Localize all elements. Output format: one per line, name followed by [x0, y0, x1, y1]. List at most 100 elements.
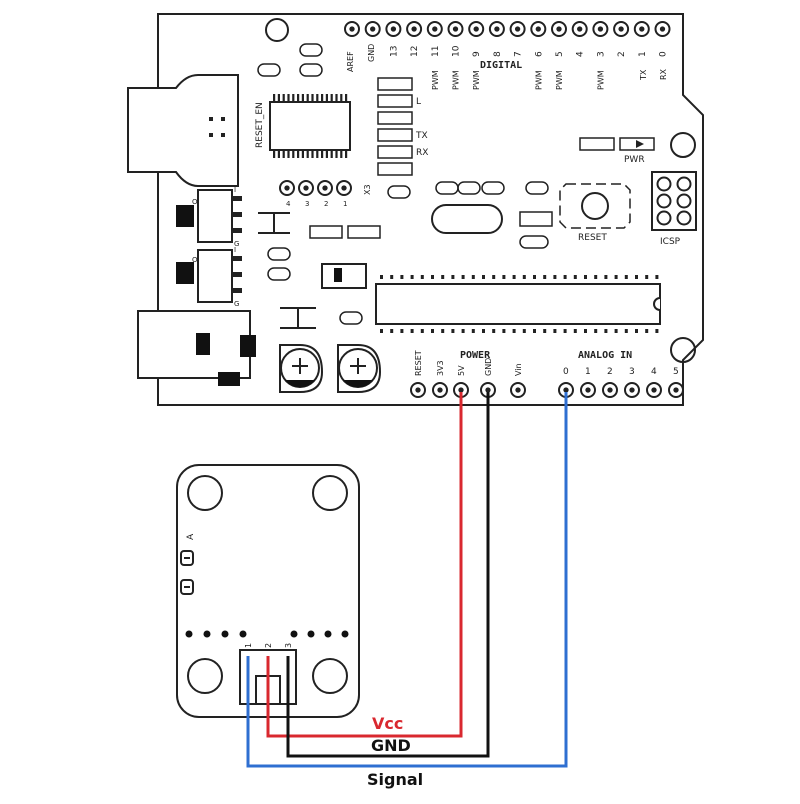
icsp-pin-4	[656, 210, 672, 226]
resistor-pair-1	[309, 225, 343, 239]
power-pin-label-0: RESET	[414, 350, 423, 376]
analog-pin-label-4: 4	[651, 367, 657, 377]
signal-wire-label: Signal	[367, 770, 423, 789]
capacitor-symbol-2	[280, 307, 316, 329]
sensor-pin-3: 3	[284, 643, 293, 648]
power-pin-0	[410, 382, 426, 398]
analog-pin-1	[580, 382, 596, 398]
digital-pin-label-3: 10	[452, 45, 462, 57]
small-ic-mark	[334, 268, 342, 282]
power-jack	[137, 310, 251, 379]
power-jack-pad-2	[240, 335, 256, 357]
digital-pin-label-11: 2	[617, 51, 627, 57]
digital-label: DIGITAL	[480, 60, 522, 71]
small-ic	[321, 263, 367, 289]
icsp-pin-0	[656, 176, 672, 192]
x3-pin-0	[279, 180, 295, 196]
digital-pin-12	[592, 21, 609, 37]
sensor-hole-tr	[312, 475, 348, 511]
analog-pin-2	[602, 382, 618, 398]
electrolytic-capacitor-1	[279, 344, 324, 393]
pwr-label: PWR	[624, 155, 645, 165]
reset-en-label: RESET_EN	[255, 102, 265, 148]
wires	[246, 392, 568, 768]
digital-pin-label-12: 1	[638, 51, 648, 57]
capacitor-symbol-1	[258, 212, 290, 234]
digital-pin-10	[551, 21, 567, 37]
led-l-label: L	[416, 97, 421, 107]
pwm-label-4: PWM	[555, 70, 564, 90]
pwm-label-5: PWM	[596, 70, 605, 90]
led-tx-label: TX	[415, 131, 428, 141]
mounting-hole-right-upper	[670, 132, 696, 158]
crystal	[431, 204, 503, 234]
digital-pin-15	[654, 21, 671, 37]
mounting-hole-right-lower	[670, 337, 696, 363]
analog-pin-label-0: 0	[563, 367, 569, 377]
analog-pin-label-1: 1	[585, 367, 591, 377]
digital-pin-label-9: 4	[576, 51, 586, 57]
reset-button-label: RESET	[578, 233, 607, 243]
digital-pin-label-7: 6	[534, 51, 544, 57]
electrolytic-capacitor-2	[337, 344, 382, 393]
digital-pin-label-6: 7	[514, 51, 524, 57]
pwm-label-2: PWM	[472, 70, 481, 90]
x3-pin-3: 3	[305, 200, 309, 208]
digital-pin-9	[530, 21, 547, 37]
gnd-wire-label: GND	[371, 736, 411, 755]
digital-pin-5	[447, 21, 464, 37]
reg-label-i2: I	[234, 246, 236, 254]
analog-pin-5	[668, 382, 684, 398]
x3-pin-2: 2	[324, 200, 328, 208]
sensor-dot-row	[185, 630, 349, 638]
aref-label: AREF	[346, 51, 355, 72]
digital-pin-11	[571, 21, 588, 37]
power-pin-1	[432, 382, 448, 398]
signal-wire	[246, 392, 568, 768]
sensor-hole-bl	[187, 658, 223, 694]
sensor-pin-1: 1	[244, 643, 253, 648]
power-pin-label-1: 3V3	[436, 360, 445, 376]
digital-pin-label-4: 9	[472, 51, 482, 57]
pwm-label-1: PWM	[452, 70, 461, 90]
icsp-pin-3	[676, 193, 692, 209]
digital-pin-label-8: 5	[555, 51, 565, 57]
digital-pin-label-0: 13	[389, 46, 399, 57]
pwm-label-0: PWM	[431, 70, 440, 90]
power-pin-4	[510, 382, 526, 398]
resistor-pair-2	[347, 225, 381, 239]
digital-pin-7	[488, 21, 505, 37]
power-pin-label-4: Vin	[514, 363, 523, 376]
reg-label-i1: I	[234, 186, 236, 194]
power-label: POWER	[460, 350, 491, 361]
reg-label-o1: O	[192, 198, 198, 206]
x3-header: X3 4 3 2 1	[279, 180, 372, 208]
led-rx-label: RX	[416, 148, 428, 158]
vcc-wire-label: Vcc	[372, 714, 403, 733]
digital-pin-label-1: 12	[410, 46, 420, 57]
analog-pin-4	[646, 382, 662, 398]
usb-interface-chip	[269, 94, 351, 158]
x3-pin-4: 4	[286, 200, 291, 208]
sensor-a-label: A	[186, 533, 196, 540]
voltage-regulator-1	[176, 189, 242, 243]
digital-pin-label-5: 8	[493, 51, 503, 57]
power-jack-pad-3	[218, 372, 240, 386]
reg-label-g2: G	[234, 300, 239, 308]
reset-button	[559, 183, 631, 229]
pwr-led-arrow	[636, 140, 644, 148]
analog-pin-label-5: 5	[673, 367, 679, 377]
digital-pin-0	[344, 21, 360, 37]
analog-pin-label-3: 3	[629, 367, 635, 377]
reg-label-o2: O	[192, 256, 198, 264]
sensor-hole-br	[312, 658, 348, 694]
digital-pin-6	[468, 21, 485, 37]
x3-pin-1: 1	[343, 200, 347, 208]
x3-pin-2	[317, 180, 333, 196]
digital-pin-1	[364, 21, 381, 37]
vcc-wire	[266, 392, 463, 738]
arduino-board: RESET_EN O I G O I G	[127, 13, 704, 406]
